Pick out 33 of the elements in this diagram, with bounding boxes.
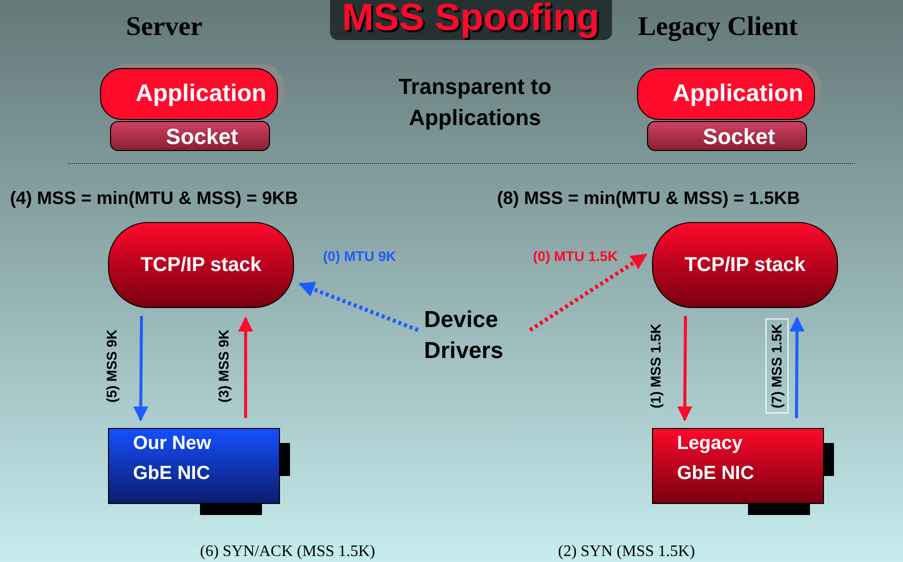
edge-label: (0) MTU 1.5K: [533, 247, 618, 266]
edge-label: (7) MSS 1.5K: [766, 318, 788, 414]
network-card: [652, 428, 824, 504]
socket-box: [110, 121, 270, 151]
arrow: [133, 316, 148, 422]
column-heading: Server: [126, 10, 202, 43]
node-label: Legacy GbE NIC: [677, 432, 756, 486]
formula-text: (8) MSS = min(MTU & MSS) = 1.5KB: [497, 187, 800, 210]
node-label: Application: [672, 79, 804, 109]
message-text: (2) SYN (MSS 1.5K): [558, 542, 695, 562]
node-label: Socket: [164, 122, 240, 150]
edge-label: (0) MTU 9K: [323, 247, 396, 266]
node-label: Device Drivers: [424, 305, 504, 366]
edge-label: (3) MSS 9K: [214, 328, 232, 405]
node-label: TCP/IP stack: [684, 253, 806, 278]
arrow: [238, 316, 254, 418]
socket-box: [647, 121, 807, 151]
arrow: [677, 316, 692, 422]
title: MSS Spoofing: [330, 0, 612, 40]
column-heading: Legacy Client: [638, 10, 798, 43]
message-text: (6) SYN/ACK (MSS 1.5K): [200, 542, 376, 562]
network-card: [108, 428, 280, 504]
edge-label: (1) MSS 1.5K: [646, 322, 664, 410]
note-text: Transparent to Applications: [398, 73, 552, 132]
arrow: [528, 253, 648, 332]
node-label: TCP/IP stack: [140, 253, 262, 278]
node-label: Our New GbE NIC: [133, 432, 212, 486]
arrow: [790, 316, 804, 418]
formula-text: (4) MSS = min(MTU & MSS) = 9KB: [10, 187, 298, 210]
edge-label: (5) MSS 9K: [102, 328, 120, 405]
arrow: [298, 282, 419, 332]
node-label: Socket: [702, 122, 776, 150]
node-label: Application: [134, 79, 268, 109]
